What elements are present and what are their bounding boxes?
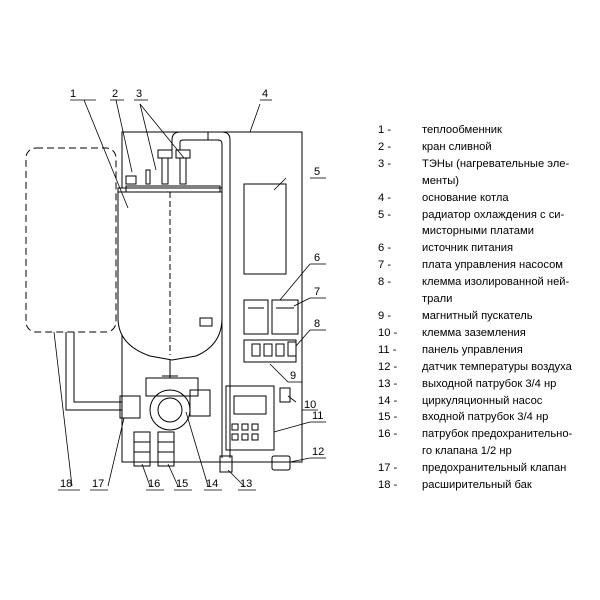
callout-11: 11 bbox=[312, 410, 323, 422]
callout-2: 2 bbox=[112, 88, 118, 100]
callout-4: 4 bbox=[262, 88, 268, 100]
legend-number: 5 - bbox=[378, 208, 392, 221]
legend-row: 18 - расширительный бак bbox=[378, 477, 600, 494]
legend-row: 14 - циркуляционный насос bbox=[378, 393, 600, 410]
legend-number: 7 - bbox=[378, 259, 392, 272]
legend-description: ТЭНы (нагревательные эле- менты) bbox=[422, 157, 570, 187]
legend-description: основание котла bbox=[422, 191, 509, 204]
outlet-pipe bbox=[171, 131, 231, 458]
heating-elements bbox=[145, 149, 191, 185]
legend-number: 4 - bbox=[378, 191, 392, 204]
legend-description: теплообменник bbox=[422, 124, 502, 136]
legend-number: 12 - bbox=[378, 360, 398, 373]
radiator bbox=[243, 183, 287, 275]
legend-number: 14 - bbox=[378, 394, 398, 407]
callout-18: 18 bbox=[60, 478, 72, 490]
callout-15: 15 bbox=[176, 478, 188, 490]
legend-description: входной патрубок 3/4 нр bbox=[422, 411, 549, 424]
legend-row: 6 - источник питания bbox=[378, 240, 600, 257]
legend-number: 15 - bbox=[378, 411, 398, 424]
legend-number: 10 - bbox=[378, 326, 398, 339]
legend-description: клемма изолированной ней- трали bbox=[422, 276, 570, 306]
legend-description: источник питания bbox=[422, 242, 514, 255]
legend-row: 13 - выходной патрубок 3/4 нр bbox=[378, 376, 600, 393]
legend-description: расширительный бак bbox=[422, 479, 532, 492]
legend-row: 1 - теплообменник bbox=[378, 122, 600, 139]
callout-6: 6 bbox=[314, 252, 320, 264]
air-temp-sensor bbox=[271, 455, 291, 471]
legend-description: циркуляционный насос bbox=[422, 394, 543, 407]
callout-10: 10 bbox=[304, 399, 316, 411]
power-supply bbox=[243, 299, 269, 335]
legend-row: 8 - клемма изолированной ней- трали bbox=[378, 274, 600, 308]
neutral-terminal bbox=[287, 341, 297, 357]
legend-description: датчик температуры воздуха bbox=[422, 360, 572, 373]
legend-row: 16 - патрубок предохранительно- го клапан… bbox=[378, 426, 600, 460]
legend-number: 3 - bbox=[378, 157, 392, 170]
expansion-tank bbox=[25, 147, 117, 333]
expansion-tank-pipe bbox=[65, 332, 122, 411]
callout-13: 13 bbox=[240, 478, 252, 490]
outlet-fitting bbox=[219, 455, 233, 473]
callout-3: 3 bbox=[136, 88, 142, 100]
legend-row: 2 - кран сливной bbox=[378, 139, 600, 156]
legend-row: 5 - радиатор охлаждения с си- мисторными … bbox=[378, 207, 600, 241]
legend-description: выходной патрубок 3/4 нр bbox=[422, 377, 557, 390]
legend-number: 18 - bbox=[378, 479, 398, 492]
legend-number: 16 - bbox=[378, 428, 398, 441]
legend-number: 1 - bbox=[378, 124, 392, 136]
parts-legend: 1 - теплообменник 2 - кран сливной 3 - ТЭНы (… bbox=[378, 122, 600, 494]
legend-number: 9 - bbox=[378, 309, 392, 322]
legend-description: кран сливной bbox=[422, 140, 492, 153]
callout-14: 14 bbox=[206, 478, 218, 490]
callout-8: 8 bbox=[314, 318, 320, 330]
legend-row: 10 - клемма заземления bbox=[378, 325, 600, 342]
safety-valve-fitting bbox=[133, 431, 151, 467]
legend-description: магнитный пускатель bbox=[422, 309, 533, 322]
legend-row: 7 - плата управления насосом bbox=[378, 257, 600, 274]
callout-7: 7 bbox=[314, 286, 320, 298]
legend-row: 4 - основание котла bbox=[378, 190, 600, 207]
callout-12: 12 bbox=[312, 446, 324, 458]
legend-description: предохранительный клапан bbox=[422, 462, 567, 475]
legend-description: патрубок предохранительно- го клапана 1/… bbox=[422, 428, 573, 458]
callout-17: 17 bbox=[92, 478, 104, 490]
callout-9: 9 bbox=[290, 370, 296, 382]
legend-row: 12 - датчик температуры воздуха bbox=[378, 359, 600, 376]
legend-description: панель управления bbox=[422, 343, 523, 356]
callout-5: 5 bbox=[314, 166, 320, 178]
legend-description: радиатор охлаждения с си- мисторными пла… bbox=[422, 208, 565, 238]
legend-number: 8 - bbox=[378, 276, 392, 289]
legend-row: 11 - панель управления bbox=[378, 342, 600, 359]
pump-control-board bbox=[271, 299, 299, 335]
legend-row: 15 - входной патрубок 3/4 нр bbox=[378, 409, 600, 426]
legend-description: клемма заземления bbox=[422, 326, 526, 339]
legend-number: 6 - bbox=[378, 242, 392, 255]
legend-row: 3 - ТЭНы (нагревательные эле- менты) bbox=[378, 156, 600, 190]
legend-number: 17 - bbox=[378, 462, 398, 475]
callout-16: 16 bbox=[148, 478, 160, 490]
control-panel bbox=[225, 385, 275, 451]
legend-number: 11 - bbox=[378, 343, 397, 356]
ground-terminal bbox=[279, 387, 291, 403]
drain-tap bbox=[125, 175, 137, 185]
legend-number: 2 - bbox=[378, 140, 392, 153]
legend-number: 13 - bbox=[378, 377, 398, 390]
legend-row: 17 - предохранительный клапан bbox=[378, 460, 600, 477]
safety-valve bbox=[119, 395, 141, 419]
legend-row: 9 - магнитный пускатель bbox=[378, 308, 600, 325]
callout-1: 1 bbox=[70, 88, 76, 100]
inlet-fitting bbox=[157, 431, 175, 467]
legend-description: плата управления насосом bbox=[422, 259, 563, 272]
